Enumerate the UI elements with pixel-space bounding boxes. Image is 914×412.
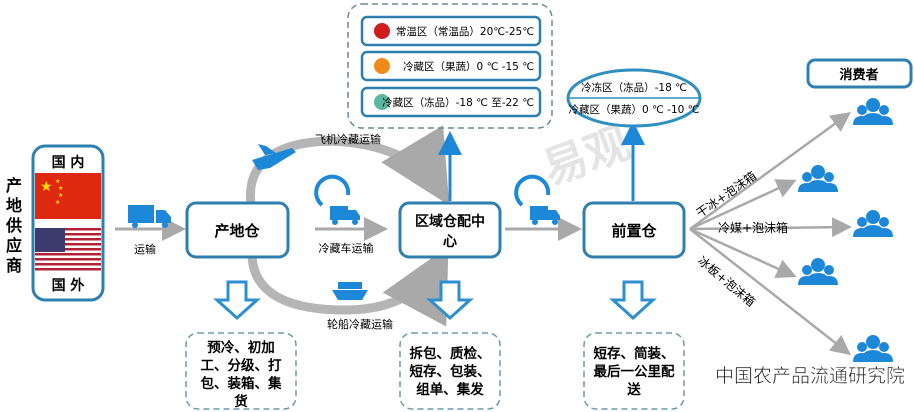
ship-icon: [332, 282, 368, 300]
regional-center-label-2: 心: [443, 234, 457, 250]
delivery-arrow: [689, 217, 852, 238]
down-arrow-icon: [611, 280, 655, 320]
svg-text:★: ★: [55, 199, 60, 206]
svg-text:★: ★: [58, 185, 63, 192]
supplier-label: 产地供应商: [5, 176, 22, 275]
origin-warehouse-label: 产地仓: [214, 222, 260, 240]
process-line: 最后一公里配: [594, 363, 675, 380]
domestic-label: 国 内: [52, 154, 85, 171]
foreign-label: 国 外: [52, 277, 85, 294]
svg-text:★: ★: [40, 179, 53, 195]
usa-flag-icon: [35, 228, 101, 271]
process-line: 短存、包装、: [410, 363, 491, 380]
consumers-box: [806, 58, 913, 89]
process-line: 工、分级、打: [201, 357, 282, 374]
consumer-group-icon: [853, 210, 893, 237]
air-route-arrow: [245, 125, 450, 211]
regional-center-node: [398, 201, 502, 259]
delivery-arrow: [689, 228, 851, 356]
process-line: 送: [626, 381, 641, 398]
zone-item: [360, 50, 542, 82]
process-line: 短存、简装、: [594, 345, 675, 362]
svg-text:★: ★: [55, 178, 60, 185]
zone-label: 冷藏区（冻品）-18 ℃ 至-22 ℃: [382, 96, 534, 109]
apple-icon: [374, 23, 390, 39]
ice-cream-icon: [374, 94, 390, 110]
china-flag-icon: ★★★★★: [35, 173, 101, 219]
process-line: 组单、集发: [416, 381, 484, 398]
zone-label: 冷藏区（果蔬）0 ℃ -15 ℃: [403, 60, 534, 73]
consumers-label: 消费者: [839, 67, 878, 83]
front-warehouse-label: 前置仓: [611, 222, 657, 240]
reefer-truck-icon: [514, 174, 560, 225]
zone-item: [360, 86, 542, 118]
process-line: 包、装箱、集: [201, 375, 282, 392]
consumer-group-icon: [853, 98, 893, 125]
delivery-arrow: [689, 179, 797, 231]
reefer-truck-icon: [314, 174, 360, 225]
delivery-method-coolant: 冷媒+泡沫箱: [718, 220, 788, 235]
front-zone-chilled: 冷藏区（果蔬）0 ℃ -10 ℃: [569, 103, 700, 116]
process-line: 预冷、初加: [207, 339, 275, 356]
process-box-front: [583, 332, 685, 410]
regional-zones-box: [347, 3, 553, 129]
delivery-arrow: [689, 227, 797, 278]
down-arrow-icon: [428, 280, 472, 320]
ship-transport-label: 轮船冷藏运输: [327, 317, 393, 331]
consumer-group-icon: [798, 258, 838, 285]
process-line: 拆包、质检、: [410, 345, 491, 362]
source-watermark: 中国农产品流通研究院: [715, 365, 905, 387]
zone-item: [360, 15, 542, 47]
origin-warehouse-node: [185, 201, 290, 259]
process-line: 货: [233, 393, 248, 410]
svg-text:★: ★: [58, 192, 63, 199]
ship-route-arrow: [247, 246, 449, 327]
reefer-truck-label: 冷藏车运输: [319, 241, 374, 255]
plane-icon: [252, 144, 296, 170]
consumer-group-icon: [853, 335, 893, 362]
zone-label: 常温区（常温品）20℃-25℃: [396, 25, 534, 38]
transport-label: 运输: [134, 242, 156, 256]
front-zone-frozen: 冷冻区（冻品）-18 ℃: [581, 81, 687, 94]
delivery-method-ice-plate: 冰板+泡沫箱: [695, 253, 758, 310]
process-box-origin: [185, 332, 297, 410]
process-box-regional: [399, 332, 501, 410]
down-arrow-icon: [215, 280, 259, 320]
carrot-icon: [374, 58, 390, 74]
regional-center-label-1: 区域仓配中: [415, 213, 485, 230]
truck-icon: [128, 205, 171, 228]
delivery-arrow: [689, 112, 852, 231]
consumer-group-icon: [798, 165, 838, 192]
brand-watermark: 易观: [536, 117, 636, 195]
front-warehouse-node: [582, 201, 686, 259]
air-transport-label: 飞机冷藏运输: [315, 132, 381, 146]
